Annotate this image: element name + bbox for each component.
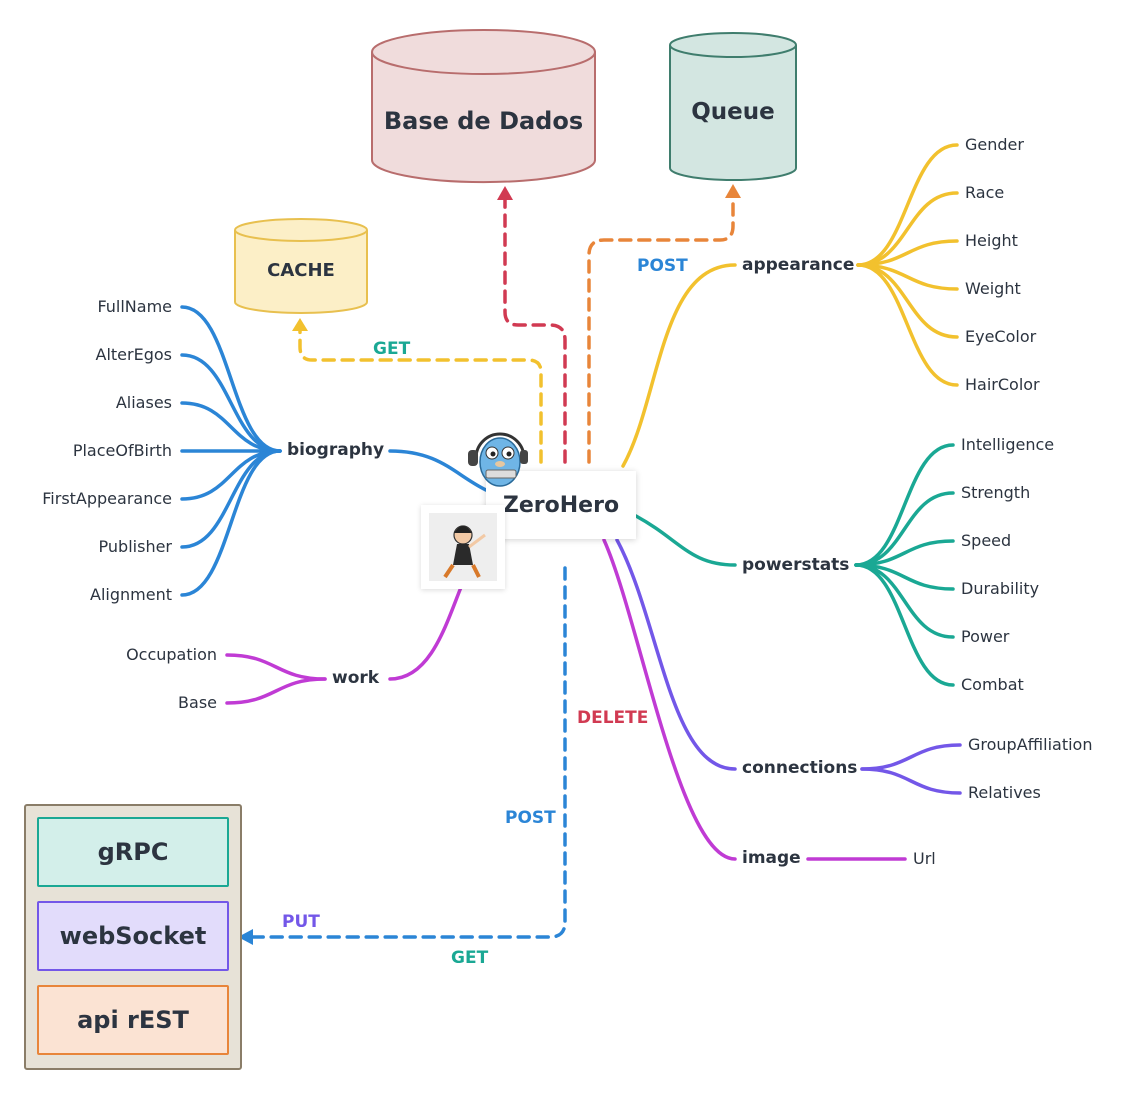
rest-box[interactable]: api rEST <box>37 985 229 1055</box>
appearance-label: appearance <box>742 255 855 275</box>
avatar-illustration <box>429 513 497 581</box>
grpc-label: gRPC <box>97 838 169 866</box>
powerstats-leaf-line <box>854 563 955 687</box>
work-leaf-line <box>225 653 327 681</box>
leaf-power: Power <box>961 627 1010 646</box>
appearance-leaf-line <box>856 263 959 387</box>
leaf-alteregos: AlterEgos <box>95 345 172 364</box>
biography-leaf-line <box>180 353 282 453</box>
rest-label: api rEST <box>77 1006 189 1034</box>
work-label: work <box>332 668 380 688</box>
gopher-mascot <box>468 432 528 487</box>
leaf-placeofbirth: PlaceOfBirth <box>72 441 172 460</box>
leaf-relatives: Relatives <box>968 783 1041 802</box>
leaf-haircolor: HairColor <box>965 375 1040 394</box>
leaf-alignment: Alignment <box>90 585 172 604</box>
leaf-eyecolor: EyeColor <box>965 327 1037 346</box>
image-branch-line <box>602 538 737 861</box>
post-bottom-label: POST <box>505 808 556 828</box>
biography-leaf-line <box>180 449 282 597</box>
biography-leaf-line <box>180 401 282 453</box>
powerstats-leaf-line <box>854 491 955 567</box>
appearance-leaf-line <box>856 143 959 267</box>
leaf-groupaffiliation: GroupAffiliation <box>968 735 1093 754</box>
leaf-weight: Weight <box>965 279 1021 298</box>
queue-arrowhead <box>725 184 741 198</box>
leaf-occupation: Occupation <box>126 645 217 664</box>
websocket-box[interactable]: webSocket <box>37 901 229 971</box>
appearance-branch-line <box>621 263 737 468</box>
connections-leaf-line <box>860 743 962 771</box>
leaf-intelligence: Intelligence <box>961 435 1055 454</box>
connections-leaf-line <box>860 767 962 795</box>
leaf-aliases: Aliases <box>115 393 172 412</box>
powerstats-leaf-line <box>854 443 955 567</box>
post-queue-label: POST <box>637 256 688 276</box>
grpc-box[interactable]: gRPC <box>37 817 229 887</box>
leaf-base: Base <box>178 693 217 712</box>
api-arrowhead <box>238 929 253 945</box>
queue-connector <box>587 195 735 464</box>
appearance-leaf-line <box>856 191 959 267</box>
powerstats-branch-line <box>634 514 737 567</box>
put-label: PUT <box>282 912 320 932</box>
center-node-label: ZeroHero <box>502 492 620 518</box>
websocket-label: webSocket <box>59 922 207 950</box>
connections-label: connections <box>742 758 858 778</box>
database-arrowhead <box>497 186 513 200</box>
connections-branch-line <box>615 538 737 771</box>
queue-cylinder <box>669 32 797 181</box>
database-label: Base de Dados <box>383 107 584 135</box>
leaf-firstappearance: FirstAppearance <box>42 489 172 508</box>
leaf-race: Race <box>965 183 1005 202</box>
leaf-fullname: FullName <box>97 297 172 316</box>
leaf-speed: Speed <box>961 531 1012 550</box>
leaf-url: Url <box>913 849 936 868</box>
powerstats-label: powerstats <box>742 555 850 575</box>
cache-arrowhead <box>292 318 308 331</box>
database-cylinder <box>371 29 596 184</box>
database-connector <box>503 198 567 464</box>
leaf-publisher: Publisher <box>98 537 172 556</box>
get-cache-label: GET <box>373 339 411 359</box>
leaf-height: Height <box>965 231 1018 250</box>
avatar-card <box>421 505 505 589</box>
image-label: image <box>742 848 801 868</box>
leaf-durability: Durability <box>961 579 1040 598</box>
get-bottom-label: GET <box>451 948 489 968</box>
biography-branch-line <box>388 449 488 492</box>
leaf-gender: Gender <box>965 135 1024 154</box>
work-leaf-line <box>225 677 327 705</box>
cache-label: CACHE <box>267 260 335 281</box>
api-connector <box>248 566 567 939</box>
cache-connector <box>298 328 543 464</box>
leaf-combat: Combat <box>961 675 1024 694</box>
cache-cylinder <box>234 218 368 314</box>
delete-label: DELETE <box>577 708 649 728</box>
queue-label: Queue <box>691 99 775 125</box>
biography-label: biography <box>287 440 385 460</box>
leaf-strength: Strength <box>961 483 1031 502</box>
